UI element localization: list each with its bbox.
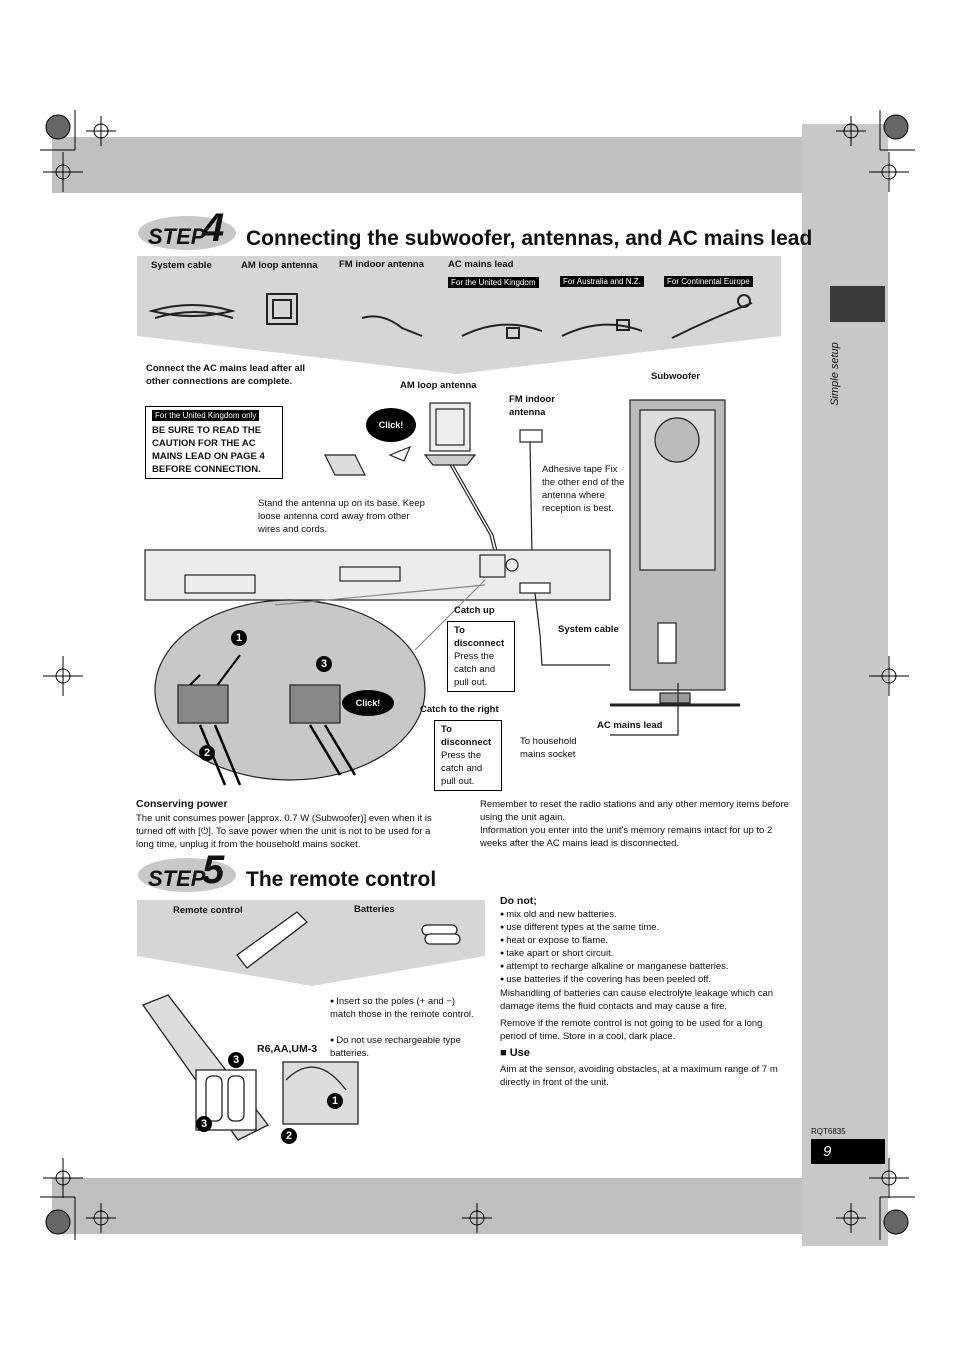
connect-note: Connect the AC mains lead after all othe… (146, 363, 306, 387)
badge-eu: For Continental Europe (664, 271, 753, 289)
stand-note: Stand the antenna up on its base. Keep l… (258, 498, 425, 535)
disconnect-box-1: To disconnect Press the catch and pull o… (447, 621, 515, 692)
doc-code: RQT6835 (811, 1127, 846, 1136)
click-callout-1: Click! (366, 408, 416, 442)
battery-type: R6,AA,UM-3 (257, 1043, 318, 1055)
label-fm-indoor: FM indoor antenna (339, 259, 424, 270)
disconnect-2-title: To disconnect (441, 724, 492, 748)
remote-num-3a: 3 (228, 1052, 244, 1068)
conserving-heading: Conserving power (136, 798, 228, 810)
household-note: To household mains socket (520, 736, 577, 760)
remote-num-2: 2 (281, 1128, 297, 1144)
diagram-subwoofer-label: Subwoofer (651, 371, 701, 382)
disconnect-box-2: To disconnect Press the catch and pull o… (434, 720, 502, 791)
catch-up-label: Catch up (454, 605, 495, 616)
remote-accessories-panel (137, 900, 485, 986)
badge-uk: For the United Kingdom (448, 272, 539, 290)
step4-number: 4 (202, 206, 225, 250)
disconnect-2-text: Press the catch and pull out. (441, 750, 483, 787)
step5-title: The remote control (246, 868, 437, 891)
use-heading: ■ Use (500, 1047, 530, 1059)
do-not-item: take apart or short circuit. (500, 947, 790, 960)
connection-diagram (144, 399, 740, 786)
do-not-item: use different types at the same time. (500, 921, 790, 934)
step-num-1: 1 (231, 630, 247, 646)
do-not-item: heat or expose to flame. (500, 934, 790, 947)
do-not-item: use batteries if the covering has been p… (500, 973, 790, 986)
step5-word: STEP (148, 866, 206, 891)
use-text: Aim at the sensor, avoiding obstacles, a… (500, 1064, 778, 1088)
sidebar-tab (830, 286, 885, 322)
insert-bullet-1: Insert so the poles (+ and −) match thos… (330, 995, 480, 1021)
adhesive-note: Adhesive tape Fix the other end of the a… (542, 464, 625, 514)
label-system-cable: System cable (151, 260, 212, 271)
do-not-list: mix old and new batteries. use different… (500, 908, 790, 986)
batteries-label: Batteries (354, 904, 395, 915)
step4-word: STEP (148, 224, 206, 249)
top-band (52, 137, 802, 193)
system-cable-label: System cable (558, 624, 619, 635)
information-text: Information you enter into the unit's me… (480, 825, 773, 849)
diagram-fm-label: FM indoor antenna (509, 394, 555, 418)
page-number: 9 (823, 1143, 832, 1160)
remember-text: Remember to reset the radio stations and… (480, 799, 789, 823)
bottom-band (52, 1178, 802, 1234)
step4-title: Connecting the subwoofer, antennas, and … (246, 227, 813, 250)
step-num-2: 2 (199, 745, 215, 761)
remote-num-3b: 3 (196, 1116, 212, 1132)
disconnect-1-title: To disconnect (454, 625, 505, 649)
uk-caution-badge: For the United Kingdom only (152, 410, 260, 421)
conserving-text: The unit consumes power [approx. 0.7 W (… (136, 813, 432, 850)
page-number-box: 9 (811, 1139, 885, 1164)
disconnect-1-text: Press the catch and pull out. (454, 651, 496, 688)
catch-right-label: Catch to the right (420, 704, 499, 715)
step-num-3: 3 (316, 656, 332, 672)
mishandling-text: Mishandling of batteries can cause elect… (500, 988, 774, 1012)
label-am-loop: AM loop antenna (241, 260, 318, 271)
remote-label: Remote control (173, 905, 243, 916)
insert-bullet-2: Do not use rechargeable type batteries. (330, 1034, 480, 1060)
ac-mains-label: AC mains lead (597, 720, 663, 731)
diagram-am-loop-label: AM loop antenna (400, 380, 477, 391)
uk-caution-box: For the United Kingdom only BE SURE TO R… (145, 406, 283, 479)
do-not-item: attempt to recharge alkaline or manganes… (500, 960, 790, 973)
remove-text: Remove if the remote control is not goin… (500, 1018, 763, 1042)
do-not-item: mix old and new batteries. (500, 908, 790, 921)
step5-number: 5 (202, 848, 225, 892)
square-bullet-icon: ■ (500, 1047, 507, 1059)
badge-au: For Australia and N.Z. (560, 271, 644, 289)
remote-num-1: 1 (327, 1093, 343, 1109)
label-ac-mains: AC mains lead (448, 259, 514, 270)
uk-caution-text: BE SURE TO READ THE CAUTION FOR THE AC M… (152, 425, 265, 475)
do-not-heading: Do not; (500, 895, 537, 907)
click-callout-2: Click! (342, 690, 394, 716)
